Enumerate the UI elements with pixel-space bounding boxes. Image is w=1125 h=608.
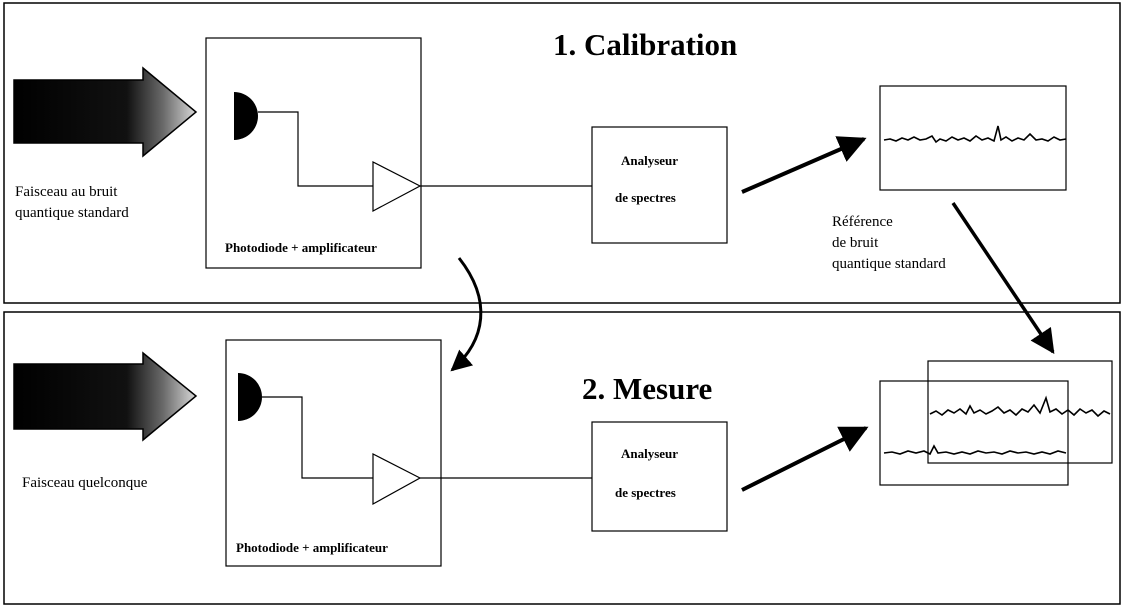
calibration-panel: 1. Calibration Faisceau au bruit quantiq… [3,2,1121,304]
calibration-output-arrow [741,136,867,194]
noise-trace-icon [883,444,1067,456]
calibration-detector-label: Photodiode + amplificateur [225,240,377,255]
measure-analyzer-box [591,421,728,532]
beam-icon [13,66,198,158]
reference-overlay-box [927,360,1113,464]
calibration-input-beam-label: Faisceau au bruit quantique standard [15,184,129,221]
amplifier-triangle-icon [372,453,422,506]
measure-panel: 2. Mesure Faisceau quelconque Photodiode… [3,311,1121,605]
amplifier-triangle-icon [372,161,422,212]
detector-wire [262,396,373,479]
reference-transfer-arrow [951,202,1055,355]
photodiode-icon [238,373,262,421]
measure-detector-label: Photodiode + amplificateur [236,540,388,555]
measure-detector-box [225,339,442,567]
beam-icon [13,351,198,442]
measure-output-arrow [741,426,869,492]
calibration-title: 1. Calibration [553,27,737,62]
calibration-analyzer-box [591,126,728,244]
measured-display-box [879,380,1069,486]
measure-input-beam-label: Faisceau quelconque [22,475,148,491]
noise-trace-icon [929,395,1111,418]
curved-transfer-arrow [450,257,483,372]
photodiode-icon [234,92,258,140]
measure-title: 2. Mesure [582,371,712,406]
calibration-analyzer-label: Analyseur de spectres [615,153,681,205]
reference-label: Référence de bruit quantique standard [832,214,946,272]
noise-trace-icon [883,125,1067,144]
calibration-detector-box [205,37,422,269]
detector-wire [258,111,373,187]
measure-analyzer-label: Analyseur de spectres [615,446,681,500]
